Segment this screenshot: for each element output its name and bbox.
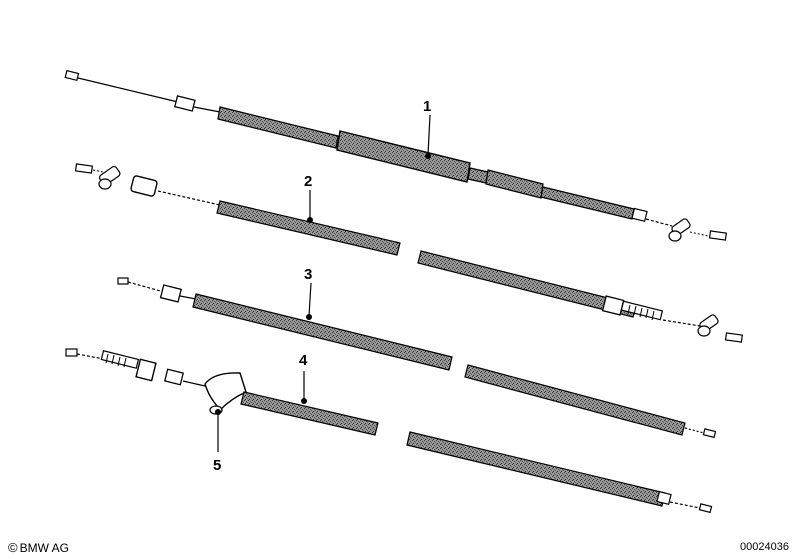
callout-5: 5	[213, 457, 221, 474]
callout-1-leader	[427, 114, 431, 156]
cable-1-clevis	[668, 218, 691, 242]
cable-1-ferrule	[174, 95, 196, 112]
callout-4: 4	[299, 352, 308, 369]
cable-1-sheath-right	[540, 186, 635, 220]
cable-4-bracket	[204, 372, 247, 412]
cable-1-wire-left	[77, 77, 179, 103]
copyright-notice: ©BMW AG	[8, 540, 69, 555]
cable-2-clevis	[98, 165, 121, 190]
cable-3-sheath-left	[192, 293, 453, 371]
cable-1-sheath-right-sleeve	[485, 169, 544, 199]
callout-5-group: 5	[213, 409, 221, 474]
reference-number: 00024036	[740, 541, 789, 553]
callout-3-leader	[308, 282, 312, 317]
cable-2-end-clevis	[697, 314, 719, 337]
cable-4-threaded-adjuster	[100, 350, 140, 369]
cable-3-sheath-right	[464, 364, 686, 436]
cable-3: 3	[117, 266, 717, 439]
cable-2: 2	[74, 163, 744, 343]
copyright-text: BMW AG	[19, 541, 69, 555]
cable-2-sheath-left	[216, 200, 401, 256]
cable-4: 4	[65, 348, 713, 514]
callout-2: 2	[304, 173, 312, 190]
cable-2-threaded-end	[620, 300, 664, 321]
cable-1: 1	[64, 69, 728, 242]
cable-1-sheath-left	[217, 106, 339, 149]
cable-2-pin	[74, 163, 94, 174]
callout-3: 3	[304, 266, 312, 283]
cable-4-sheath-left	[240, 391, 379, 436]
cable-4-end-nipple	[65, 348, 78, 357]
cable-2-adjuster	[130, 175, 158, 197]
cable-3-end-nipple	[117, 277, 129, 285]
cable-2-sheath-right	[417, 250, 637, 318]
cable-1-sheath-thick	[336, 130, 471, 183]
cable-1-pin	[708, 230, 728, 241]
cable-1-end-nipple	[64, 69, 80, 82]
cable-4-sheath-right	[406, 431, 666, 507]
callout-1: 1	[423, 98, 431, 115]
cable-4-nut	[135, 358, 157, 382]
copyright-icon: ©	[8, 540, 18, 555]
